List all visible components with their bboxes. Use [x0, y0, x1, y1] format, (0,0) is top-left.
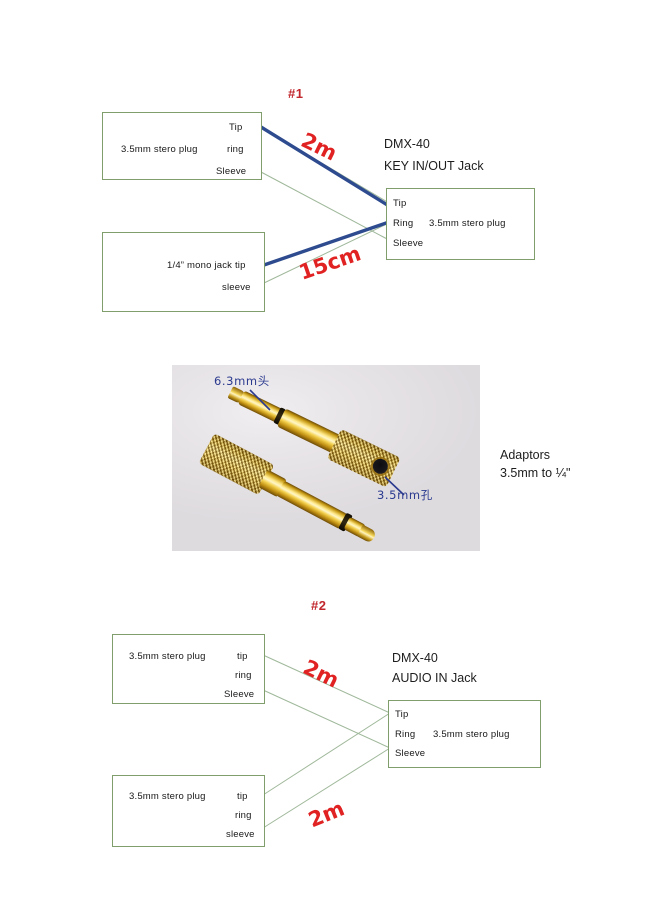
diagram-2-source-top-label: 3.5mm stero plug — [129, 651, 206, 662]
diagram-2-source-bottom-contact-sleeve: sleeve — [226, 829, 255, 840]
adaptor-annotation-6-3mm: 6.3mm头 — [214, 374, 270, 388]
diagram-1-source-bottom-box: 1/4” mono jack tip sleeve — [102, 232, 265, 312]
diagram-2-device-contact-ring: Ring — [395, 729, 416, 740]
diagram-2-length-top-2m: 2m — [299, 655, 343, 693]
diagram-1-source-top-label: 3.5mm stero plug — [121, 144, 198, 155]
diagram-2-source-top-contact-ring: ring — [235, 670, 252, 681]
diagram-2-tag: #2 — [311, 598, 327, 613]
diagram-1-source-top-box: 3.5mm stero plug Tip ring Sleeve — [102, 112, 262, 180]
diagram-1-device-contact-sleeve: Sleeve — [393, 238, 424, 249]
diagram-2-length-bottom-2m: 2m — [305, 796, 348, 833]
adaptor-upper-knurled-body — [326, 428, 401, 488]
diagram-1-source-top-contact-sleeve: Sleeve — [216, 166, 247, 177]
diagram-1-length-2m: 2m — [297, 128, 341, 166]
diagram-2-device-contact-tip: Tip — [395, 709, 409, 720]
diagram-2-device-title-line2: AUDIO IN Jack — [392, 671, 477, 685]
diagram-2-source-top-contact-sleeve: Sleeve — [224, 689, 255, 700]
diagram-2-device-contact-sleeve: Sleeve — [395, 748, 426, 759]
diagram-2-source-top-box: 3.5mm stero plug tip ring Sleeve — [112, 634, 265, 704]
diagram-1-device-contact-tip: Tip — [393, 198, 407, 209]
adaptor-caption-line1: Adaptors — [500, 448, 551, 462]
diagram-1-device-title-line2: KEY IN/OUT Jack — [384, 159, 484, 173]
diagram-1-source-top-contact-ring: ring — [227, 144, 244, 155]
adaptor-photo: 6.3mm头 3.5mm孔 — [172, 365, 480, 551]
diagram-2-source-bottom-label: 3.5mm stero plug — [129, 791, 206, 802]
diagram-1-source-bottom-contact-sleeve: sleeve — [222, 282, 251, 293]
diagram-2-source-bottom-contact-ring: ring — [235, 810, 252, 821]
diagram-1-length-15cm: 15cm — [296, 241, 364, 285]
diagram-1-source-top-contact-tip: Tip — [229, 122, 243, 133]
diagram-2-source-bottom-box: 3.5mm stero plug tip ring sleeve — [112, 775, 265, 847]
adaptor-lower-barrel — [276, 480, 348, 530]
diagram-1-source-bottom-label: 1/4” mono jack tip — [167, 260, 246, 271]
adaptor-caption-line2: 3.5mm to ¼" — [500, 466, 571, 480]
diagram-1-device-contact-ring: Ring — [393, 218, 414, 229]
diagram-1-tag: #1 — [288, 86, 304, 101]
diagram-1-device-box: Tip Ring Sleeve 3.5mm stero plug — [386, 188, 535, 260]
diagram-2-device-plug-note: 3.5mm stero plug — [433, 729, 510, 740]
diagram-1-device-plug-note: 3.5mm stero plug — [429, 218, 506, 229]
diagram-2-source-bottom-contact-tip: tip — [237, 791, 248, 802]
diagram-2-device-title-line1: DMX-40 — [392, 651, 438, 665]
diagram-2-source-top-contact-tip: tip — [237, 651, 248, 662]
diagram-2-device-box: Tip Ring Sleeve 3.5mm stero plug — [388, 700, 541, 768]
diagram-1-device-title-line1: DMX-40 — [384, 137, 430, 151]
adaptor-annotation-3-5mm: 3.5mm孔 — [377, 488, 433, 502]
